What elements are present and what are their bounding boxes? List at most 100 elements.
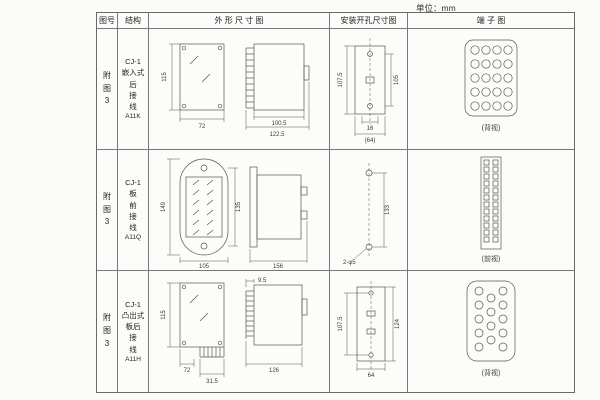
col-header-terminal: 端 子 图 (408, 13, 574, 29)
dim-lines (245, 278, 303, 367)
row-3-terminal-drawing: (背视) (466, 280, 516, 377)
row-2-structure-cell: CJ-1 板 前 接 线 A11Q (118, 150, 149, 271)
dim-lines (249, 221, 308, 263)
col-header-structure: 结构 (118, 13, 149, 29)
dim-label: 64 (367, 373, 374, 379)
front-view (179, 158, 229, 256)
structure-line: 后 (129, 79, 137, 89)
dim-label: 105 (199, 264, 210, 269)
model-code: A11Q (124, 234, 142, 242)
side-view (249, 166, 308, 248)
dim-lines (167, 158, 238, 263)
structure-text: CJ-1 嵌入式 后 接 线 A11K (122, 56, 145, 122)
structure-line: 接 (129, 90, 137, 100)
col-header-outline: 外 形 尺 寸 图 (149, 13, 330, 29)
figure-no: 附图3 (103, 313, 111, 348)
terminal-strip (480, 156, 502, 250)
view-caption: (前视) (482, 254, 501, 263)
structure-line: 板 (129, 189, 137, 199)
dim-label: 126 (269, 368, 280, 374)
dim-label: (64) (364, 138, 375, 144)
dim-label: 16 (366, 126, 373, 132)
structure-line: 线 (129, 344, 137, 354)
front-view (179, 43, 225, 111)
side-view (245, 284, 308, 345)
structure-line: CJ-1 (125, 57, 141, 66)
figure-no: 附图3 (103, 191, 111, 227)
structure-line: 前 (129, 200, 137, 210)
unit-label: 单位：mm (416, 3, 456, 13)
dim-label: 115 (162, 72, 168, 82)
structure-line: 接 (129, 333, 137, 343)
dim-label: 149 (161, 201, 167, 212)
structure-line: 板后 (125, 322, 141, 331)
row-3-figure-no-cell: 附图3 (97, 271, 118, 392)
row-2-outline-cell: 149 135 105 156 (149, 150, 330, 271)
dim-label: 135 (236, 201, 242, 212)
row-2-mounting-cell: 133 2-φ5 (330, 150, 408, 271)
structure-text: CJ-1 凸出式 板后 接 线 A11H (122, 299, 145, 365)
row-2-outline-drawing: 149 135 105 156 (161, 158, 308, 269)
terminal-block (464, 39, 518, 117)
dim-label: 133 (385, 204, 391, 215)
row-1-mounting-drawing: 107.5 105 16 (64) (338, 38, 400, 144)
dim-lines (354, 172, 387, 259)
row-3-structure-cell: CJ-1 凸出式 板后 接 线 A11H (118, 271, 149, 392)
row-1-terminal-cell: (背视) (408, 29, 574, 150)
dim-label: 124 (395, 318, 401, 329)
cutout-view (356, 280, 385, 369)
row-3-outline-drawing: 115 72 31.5 (161, 278, 308, 385)
row-1-structure-cell: CJ-1 嵌入式 后 接 线 A11K (118, 29, 149, 150)
structure-line: 嵌入式 (121, 68, 145, 78)
cutout-view (365, 163, 372, 257)
row-2-terminal-cell: (前视) (408, 150, 574, 271)
structure-line: 线 (129, 102, 137, 111)
view-caption: (背视) (482, 123, 501, 132)
row-3-mounting-cell: 107.5 124 64 (330, 271, 408, 392)
dim-lines (343, 45, 394, 136)
row-3-mounting-drawing: 107.5 124 64 (338, 280, 401, 379)
view-caption: (背视) (482, 368, 501, 377)
row-3-outline-cell: 115 72 31.5 (149, 271, 330, 392)
structure-line: 凸出式 (121, 310, 145, 320)
dim-lines (343, 286, 396, 371)
dim-label: 107.5 (338, 72, 344, 88)
dim-label: 107.5 (338, 315, 344, 331)
dim-lines (169, 43, 225, 122)
structure-line: CJ-1 (125, 178, 141, 187)
front-view (179, 282, 225, 357)
hole-label: 2-φ5 (343, 260, 356, 266)
dimension-table: 图号 结构 外 形 尺 寸 图 安装开孔尺寸图 端 子 图 附图3 CJ-1 嵌… (96, 12, 575, 393)
row-1-outline-drawing: 115 72 (162, 43, 310, 138)
dim-label: 100.5 (271, 121, 287, 127)
cutout-view (354, 38, 385, 124)
model-code: A11H (125, 355, 141, 363)
dim-label: 72 (184, 368, 191, 374)
structure-line: 接 (129, 211, 137, 221)
row-2-mounting-drawing: 133 2-φ5 (343, 163, 391, 266)
row-1-figure-no-cell: 附图3 (97, 29, 118, 150)
figure-no: 附图3 (103, 70, 111, 106)
dim-label: 122.5 (269, 132, 285, 138)
model-code: A11K (125, 113, 141, 121)
dim-lines (245, 82, 310, 130)
row-1-terminal-drawing: (背视) (464, 39, 518, 132)
dim-lines (167, 282, 225, 377)
row-2-figure-no-cell: 附图3 (97, 150, 118, 271)
structure-line: 线 (129, 223, 137, 232)
dim-label: 156 (273, 264, 284, 269)
side-view (245, 43, 310, 111)
structure-text: CJ-1 板 前 接 线 A11Q (125, 177, 141, 243)
dim-label: 72 (199, 124, 206, 130)
row-1-mounting-cell: 107.5 105 16 (64) (330, 29, 408, 150)
dim-label: 9.5 (258, 278, 267, 284)
row-2-terminal-drawing: (前视) (480, 156, 502, 263)
col-header-figure-no: 图号 (97, 13, 118, 29)
row-1-outline-cell: 115 72 (149, 29, 330, 150)
terminal-block (466, 280, 516, 361)
structure-line: CJ-1 (125, 299, 141, 309)
col-header-mounting: 安装开孔尺寸图 (330, 13, 408, 29)
dim-label: 115 (161, 309, 167, 319)
dim-label: 105 (394, 74, 400, 85)
